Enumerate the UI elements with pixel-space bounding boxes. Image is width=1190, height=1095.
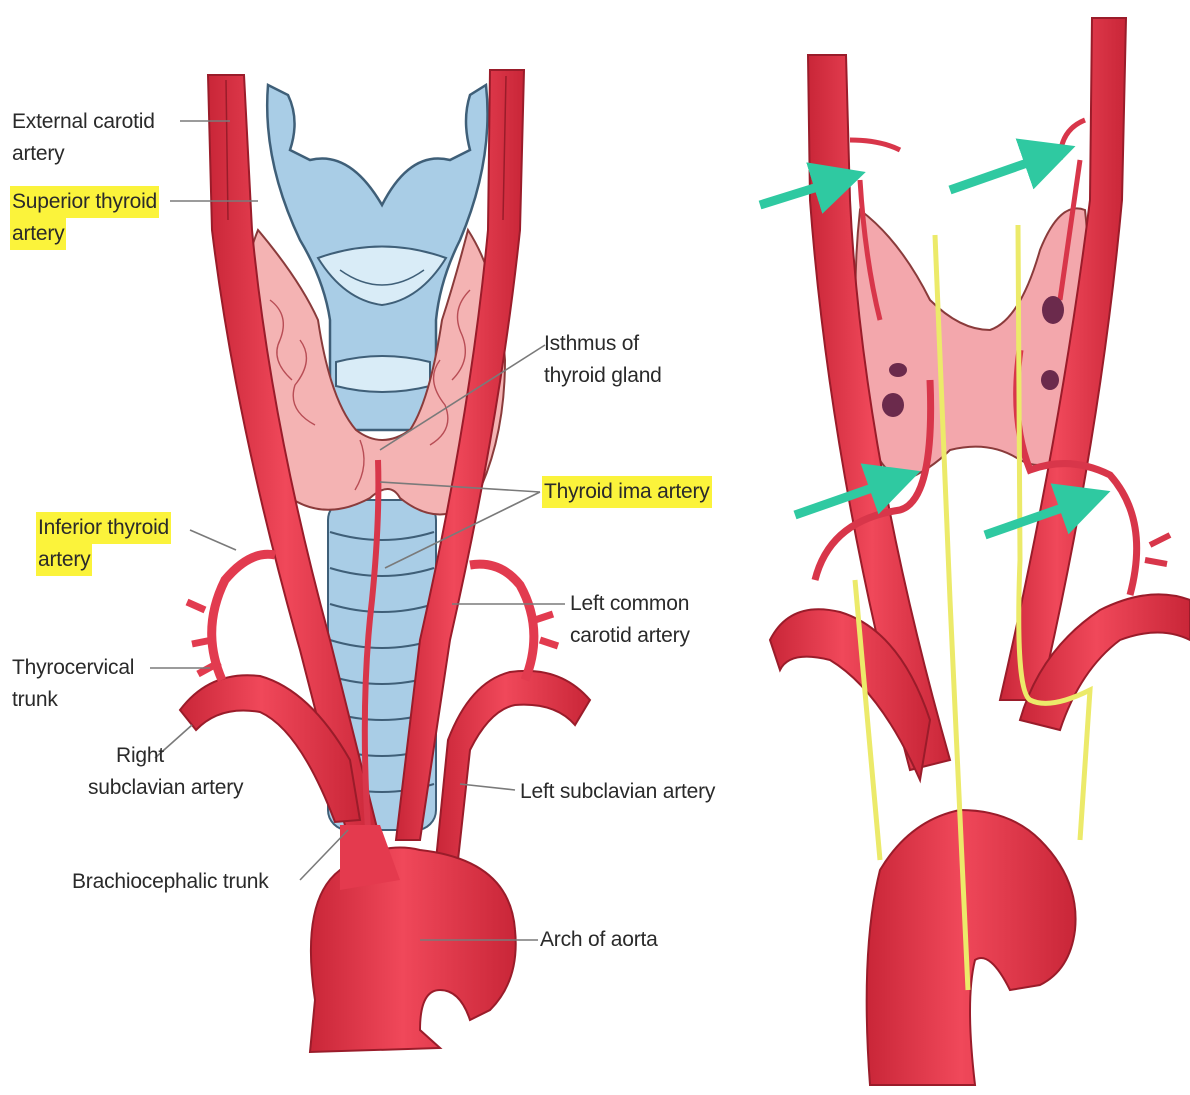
right-anatomy-figure [760, 18, 1190, 1085]
left-subclavian-artery [436, 671, 590, 860]
aorta-posterior [867, 810, 1076, 1085]
left-inferior-thyroid-artery [470, 564, 534, 680]
label-brachiocephalic-trunk: Brachiocephalic trunk [72, 866, 269, 898]
label-thyroid-ima-artery: Thyroid ima artery [542, 476, 712, 508]
label-external-carotid-artery: External carotid artery [12, 106, 155, 170]
label-isthmus-of-thyroid-gland: Isthmus of thyroid gland [544, 328, 662, 392]
label-left-common-carotid-artery: Left common carotid artery [570, 588, 690, 652]
right-inferior-thyroid-artery [212, 554, 275, 680]
label-inferior-thyroid-artery: Inferior thyroid artery [36, 512, 171, 576]
label-right-subclavian-artery: Right subclavian artery [88, 740, 243, 804]
left-anatomy-figure [180, 70, 590, 1052]
label-thyrocervical-trunk: Thyrocervical trunk [12, 652, 134, 716]
label-left-subclavian-artery: Left subclavian artery [520, 776, 715, 808]
label-superior-thyroid-artery: Superior thyroid artery [10, 186, 159, 250]
label-arch-of-aorta: Arch of aorta [540, 924, 658, 956]
